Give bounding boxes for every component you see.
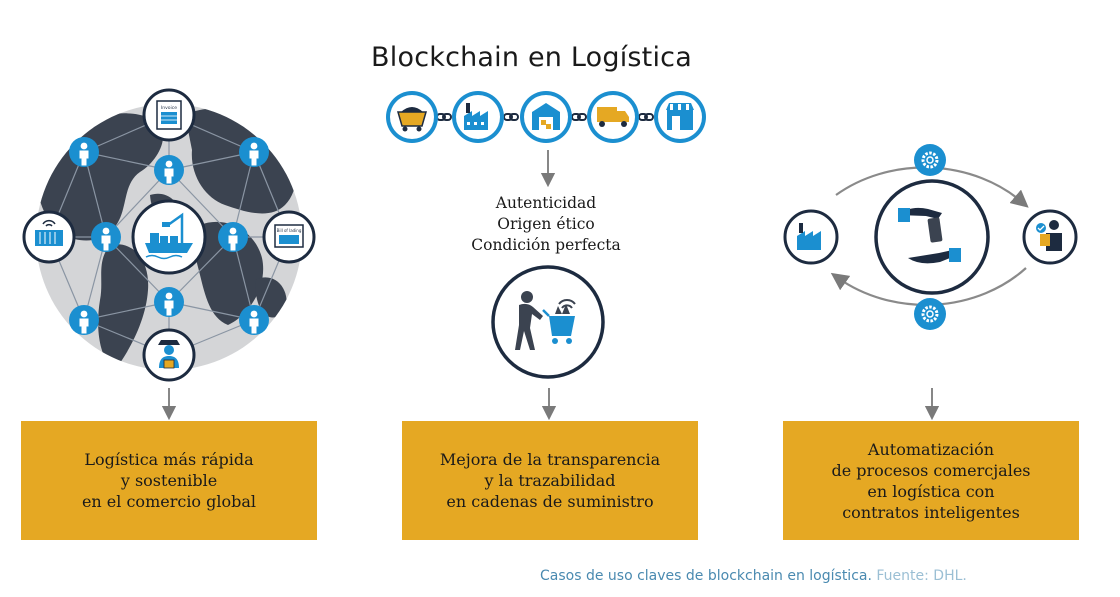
- person-node-top: [154, 155, 184, 185]
- shopper-icon: [491, 265, 605, 379]
- bill-doc-text: Bill of lading: [277, 228, 302, 233]
- person-node-tl: [69, 137, 99, 167]
- bill-of-lading-icon: Bill of lading: [262, 210, 316, 264]
- outcome-line: y la trazabilidad: [484, 471, 616, 490]
- outcome-line: Logística más rápida: [84, 450, 254, 469]
- person-node-bl: [69, 305, 99, 335]
- outcome-line: Mejora de la transparencia: [439, 450, 661, 469]
- person-node-left: [91, 222, 121, 252]
- store-icon: [654, 91, 706, 143]
- truck-icon: [587, 91, 639, 143]
- mining-cart-icon: [386, 91, 438, 143]
- factory-icon-right: [783, 209, 839, 265]
- diagram-title: Blockchain en Logística: [371, 42, 692, 73]
- outcome-line: Automatización: [867, 439, 995, 459]
- gear-icon-bottom: [914, 298, 946, 330]
- captain-icon: [142, 328, 196, 382]
- benefit-perfect-condition: Condición perfecta: [471, 236, 621, 254]
- benefit-authenticity: Autenticidad: [495, 194, 597, 212]
- figure-caption: Casos de uso claves de blockchain en log…: [540, 568, 967, 584]
- person-node-br: [239, 305, 269, 335]
- warehouse-icon: [520, 91, 572, 143]
- outcome-line: en logística con: [867, 481, 995, 501]
- outcome-line: y sostenible: [120, 471, 218, 490]
- supply-chain: [386, 91, 706, 379]
- invoice-doc-text: Invoice: [161, 105, 177, 111]
- factory-icon: [452, 91, 504, 143]
- outcome-line: en cadenas de suministro: [446, 492, 654, 511]
- benefits-list: Autenticidad Origen ético Condición perf…: [430, 193, 662, 256]
- outcome-box-automation: Automatización de procesos comercjales e…: [783, 421, 1079, 540]
- container-icon: [22, 210, 76, 264]
- person-node-right: [218, 222, 248, 252]
- cargo-ship-icon: [131, 199, 207, 275]
- person-node-bottom: [154, 287, 184, 317]
- invoice-icon: Invoice: [142, 88, 196, 142]
- caption-text: Casos de uso claves de blockchain en log…: [540, 568, 872, 584]
- outcome-line: en el comercio global: [81, 492, 257, 511]
- delivery-person-icon: [1022, 209, 1078, 265]
- caption-source: Fuente: DHL.: [876, 568, 967, 584]
- outcome-box-transparency: Mejora de la transparencia y la trazabil…: [402, 421, 698, 540]
- outcome-box-logistics: Logística más rápida y sostenible en el …: [21, 421, 317, 540]
- smart-contract-cycle: [783, 144, 1078, 330]
- outcome-line: de procesos comercjales: [831, 460, 1031, 480]
- person-node-tr: [239, 137, 269, 167]
- globe-network: Invoice Bill of lading: [22, 88, 316, 382]
- outcome-line: contratos inteligentes: [842, 502, 1020, 522]
- gear-icon-top: [914, 144, 946, 176]
- benefit-ethical-origin: Origen ético: [497, 215, 595, 233]
- handshake-exchange-icon: [874, 179, 990, 295]
